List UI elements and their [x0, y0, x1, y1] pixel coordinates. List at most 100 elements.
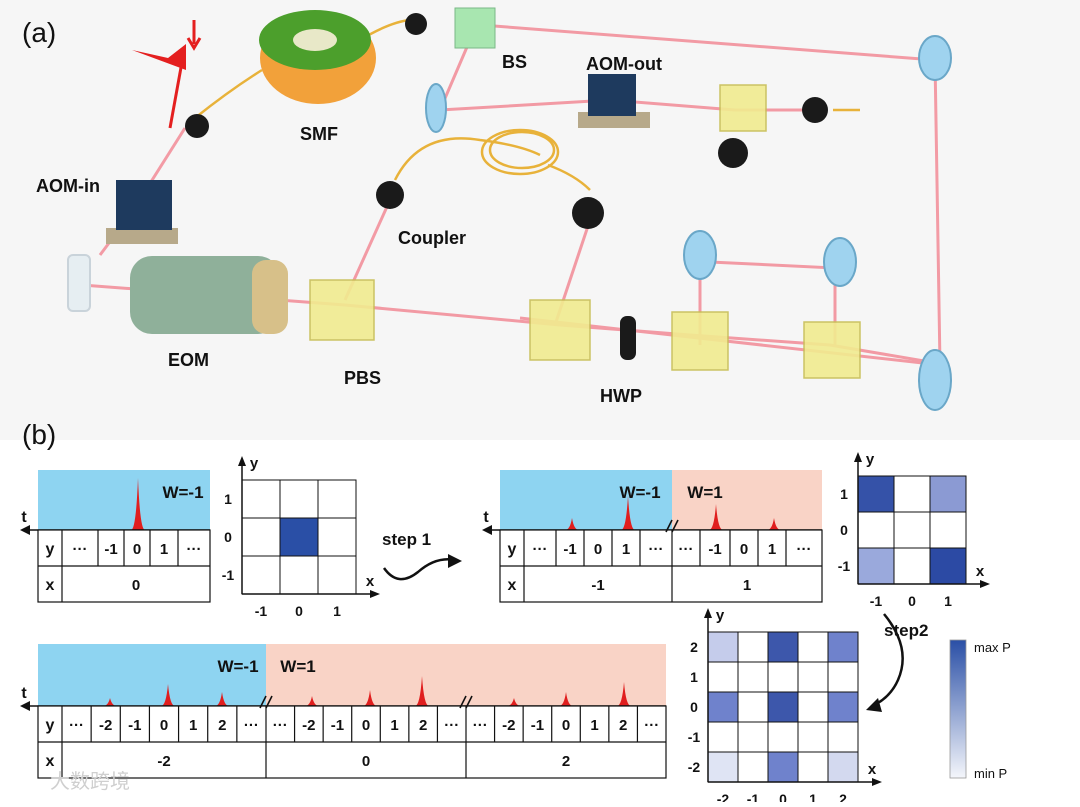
- fiber-coil-inner: [488, 130, 556, 170]
- table-bottom-y-cell: 1: [590, 717, 598, 734]
- table-bottom-y-cell: -1: [331, 717, 344, 734]
- grid-step1-y-tick: -1: [838, 558, 851, 574]
- band-blue-top-right: [500, 470, 672, 530]
- table-top-left-y-cell: ···: [187, 541, 202, 558]
- panel-a: (a): [22, 7, 952, 411]
- grid-step2-y-tick: -1: [688, 729, 701, 745]
- table-top-left-y-cell: 1: [160, 541, 168, 558]
- grid-step2-y-arrow: [704, 608, 712, 618]
- grid-step0-cell: [241, 517, 281, 557]
- break-mark-bottom-1: [259, 695, 273, 709]
- input-pulse-shape: [132, 44, 186, 70]
- grid-step2-cell: [767, 631, 799, 663]
- grid-step2-x-label: x: [868, 761, 877, 778]
- pbs-cube-2: [529, 299, 591, 361]
- table-bottom-y-cell: 0: [160, 717, 168, 734]
- table-bottom-y-cell: 0: [562, 717, 570, 734]
- pulse-top-right-4: [767, 518, 781, 530]
- label-w-pos-top-right: W=1: [687, 483, 722, 502]
- aom-in-body: [116, 180, 172, 230]
- pulse-top-right-2: [621, 496, 635, 530]
- band-pink-top-right: [672, 470, 822, 530]
- grid-step2-cell: [767, 691, 799, 723]
- pulse-top-left: [131, 478, 145, 530]
- grid-step1-cell: [857, 547, 895, 585]
- table-top-left-x-cell: 0: [132, 577, 140, 594]
- collimators: [185, 13, 828, 360]
- mirror-loop-left: [683, 230, 717, 280]
- smf-spool-hub: [293, 29, 337, 51]
- grid-step2-x-arrow: [872, 778, 882, 786]
- pbs-cube-3: [671, 311, 729, 371]
- grid-step0-y-tick: -1: [222, 567, 235, 583]
- label-aom-out: AOM-out: [586, 54, 662, 74]
- table-top-left-y-cell: -1: [104, 541, 117, 558]
- fiber-coil: [480, 128, 560, 176]
- grid-step2-cell: [737, 691, 769, 723]
- grid-step2-cell: [737, 751, 769, 783]
- grid-step0-cell: [241, 479, 281, 519]
- down-arrow-icon: [186, 20, 202, 51]
- break-mark-bottom-2: [459, 695, 473, 709]
- mirrors: [67, 35, 952, 411]
- grid-step2-cell: [707, 691, 739, 723]
- colorbar-max-label: max P: [974, 640, 1011, 655]
- grid-step2-cell: [797, 721, 829, 753]
- step1-arrow-head: [448, 554, 462, 568]
- fiber-smf-in: [194, 68, 263, 119]
- band-blue-bottom: [38, 644, 266, 706]
- grid-step2-cell: [767, 721, 799, 753]
- mirror-left: [67, 254, 91, 312]
- colorbar: [949, 639, 967, 779]
- table-bottom-x-cell: -2: [157, 753, 170, 770]
- eom-cap: [252, 260, 288, 334]
- aom-out-body: [588, 74, 636, 116]
- grid-step0-y-label: y: [250, 455, 259, 472]
- table-top-right-y-cell-left: 0: [594, 541, 602, 558]
- step1-arrow: [382, 558, 457, 581]
- grid-step1-y-label: y: [866, 451, 875, 468]
- label-w-neg-top-right: W=-1: [619, 483, 660, 502]
- grid-step2-y-tick: -2: [688, 759, 701, 775]
- colorbar-min-label: min P: [974, 766, 1007, 781]
- input-pulse-icon: [132, 20, 202, 129]
- t-axis-top-left-label: t: [21, 509, 27, 526]
- table-bottom-y-cell: 2: [218, 717, 226, 734]
- grid-step2-y-tick: 0: [690, 699, 698, 715]
- table-top-right-y-cell-right: 1: [768, 541, 776, 558]
- table-top-right-y-cell-left: 1: [622, 541, 630, 558]
- grid-step1-x-label: x: [976, 563, 985, 580]
- grid-step2-cell: [737, 721, 769, 753]
- table-bottom-y-cell: -1: [128, 717, 141, 734]
- grid-step2-y-tick: 1: [690, 669, 698, 685]
- table-top-right-x-cell-left: -1: [591, 577, 604, 594]
- grid-step2-x-tick: -2: [717, 791, 730, 802]
- grid-step1-y-tick: 0: [840, 522, 848, 538]
- watermark: 大数跨境: [50, 770, 130, 793]
- table-top-left-y-cell: ···: [73, 541, 88, 558]
- pbs-cubes: [309, 84, 861, 379]
- fiber-coupler-right: [547, 163, 591, 191]
- table-bottom-x-cell: 0: [362, 753, 370, 770]
- grid-step0-cell: [279, 517, 319, 557]
- table-bottom-x-cell: 2: [562, 753, 570, 770]
- grid-step2-y-label: y: [716, 607, 725, 624]
- pulse-bottom-5: [415, 676, 429, 706]
- grid-step2-cell: [827, 691, 859, 723]
- grid-step2-cell: [737, 631, 769, 663]
- label-w-pos-bottom: W=1: [280, 657, 315, 676]
- laser-beam-outer: [467, 22, 942, 367]
- grid-step2-x-tick: -1: [747, 791, 760, 802]
- grid-step1-cell: [893, 547, 931, 585]
- table-bottom-y-cell: ···: [273, 717, 288, 734]
- smf-spool: [259, 10, 376, 104]
- table-top-left-y-header: y: [46, 541, 55, 558]
- collimator-coupler-left: [376, 181, 404, 209]
- grid-step0-y-tick: 0: [224, 529, 232, 545]
- grid-step2-cell: [797, 691, 829, 723]
- table-bottom-x-header: x: [46, 753, 55, 770]
- table-top-right-x-header: x: [508, 577, 517, 594]
- pbs-cube-1: [309, 279, 375, 341]
- label-hwp: HWP: [600, 386, 642, 406]
